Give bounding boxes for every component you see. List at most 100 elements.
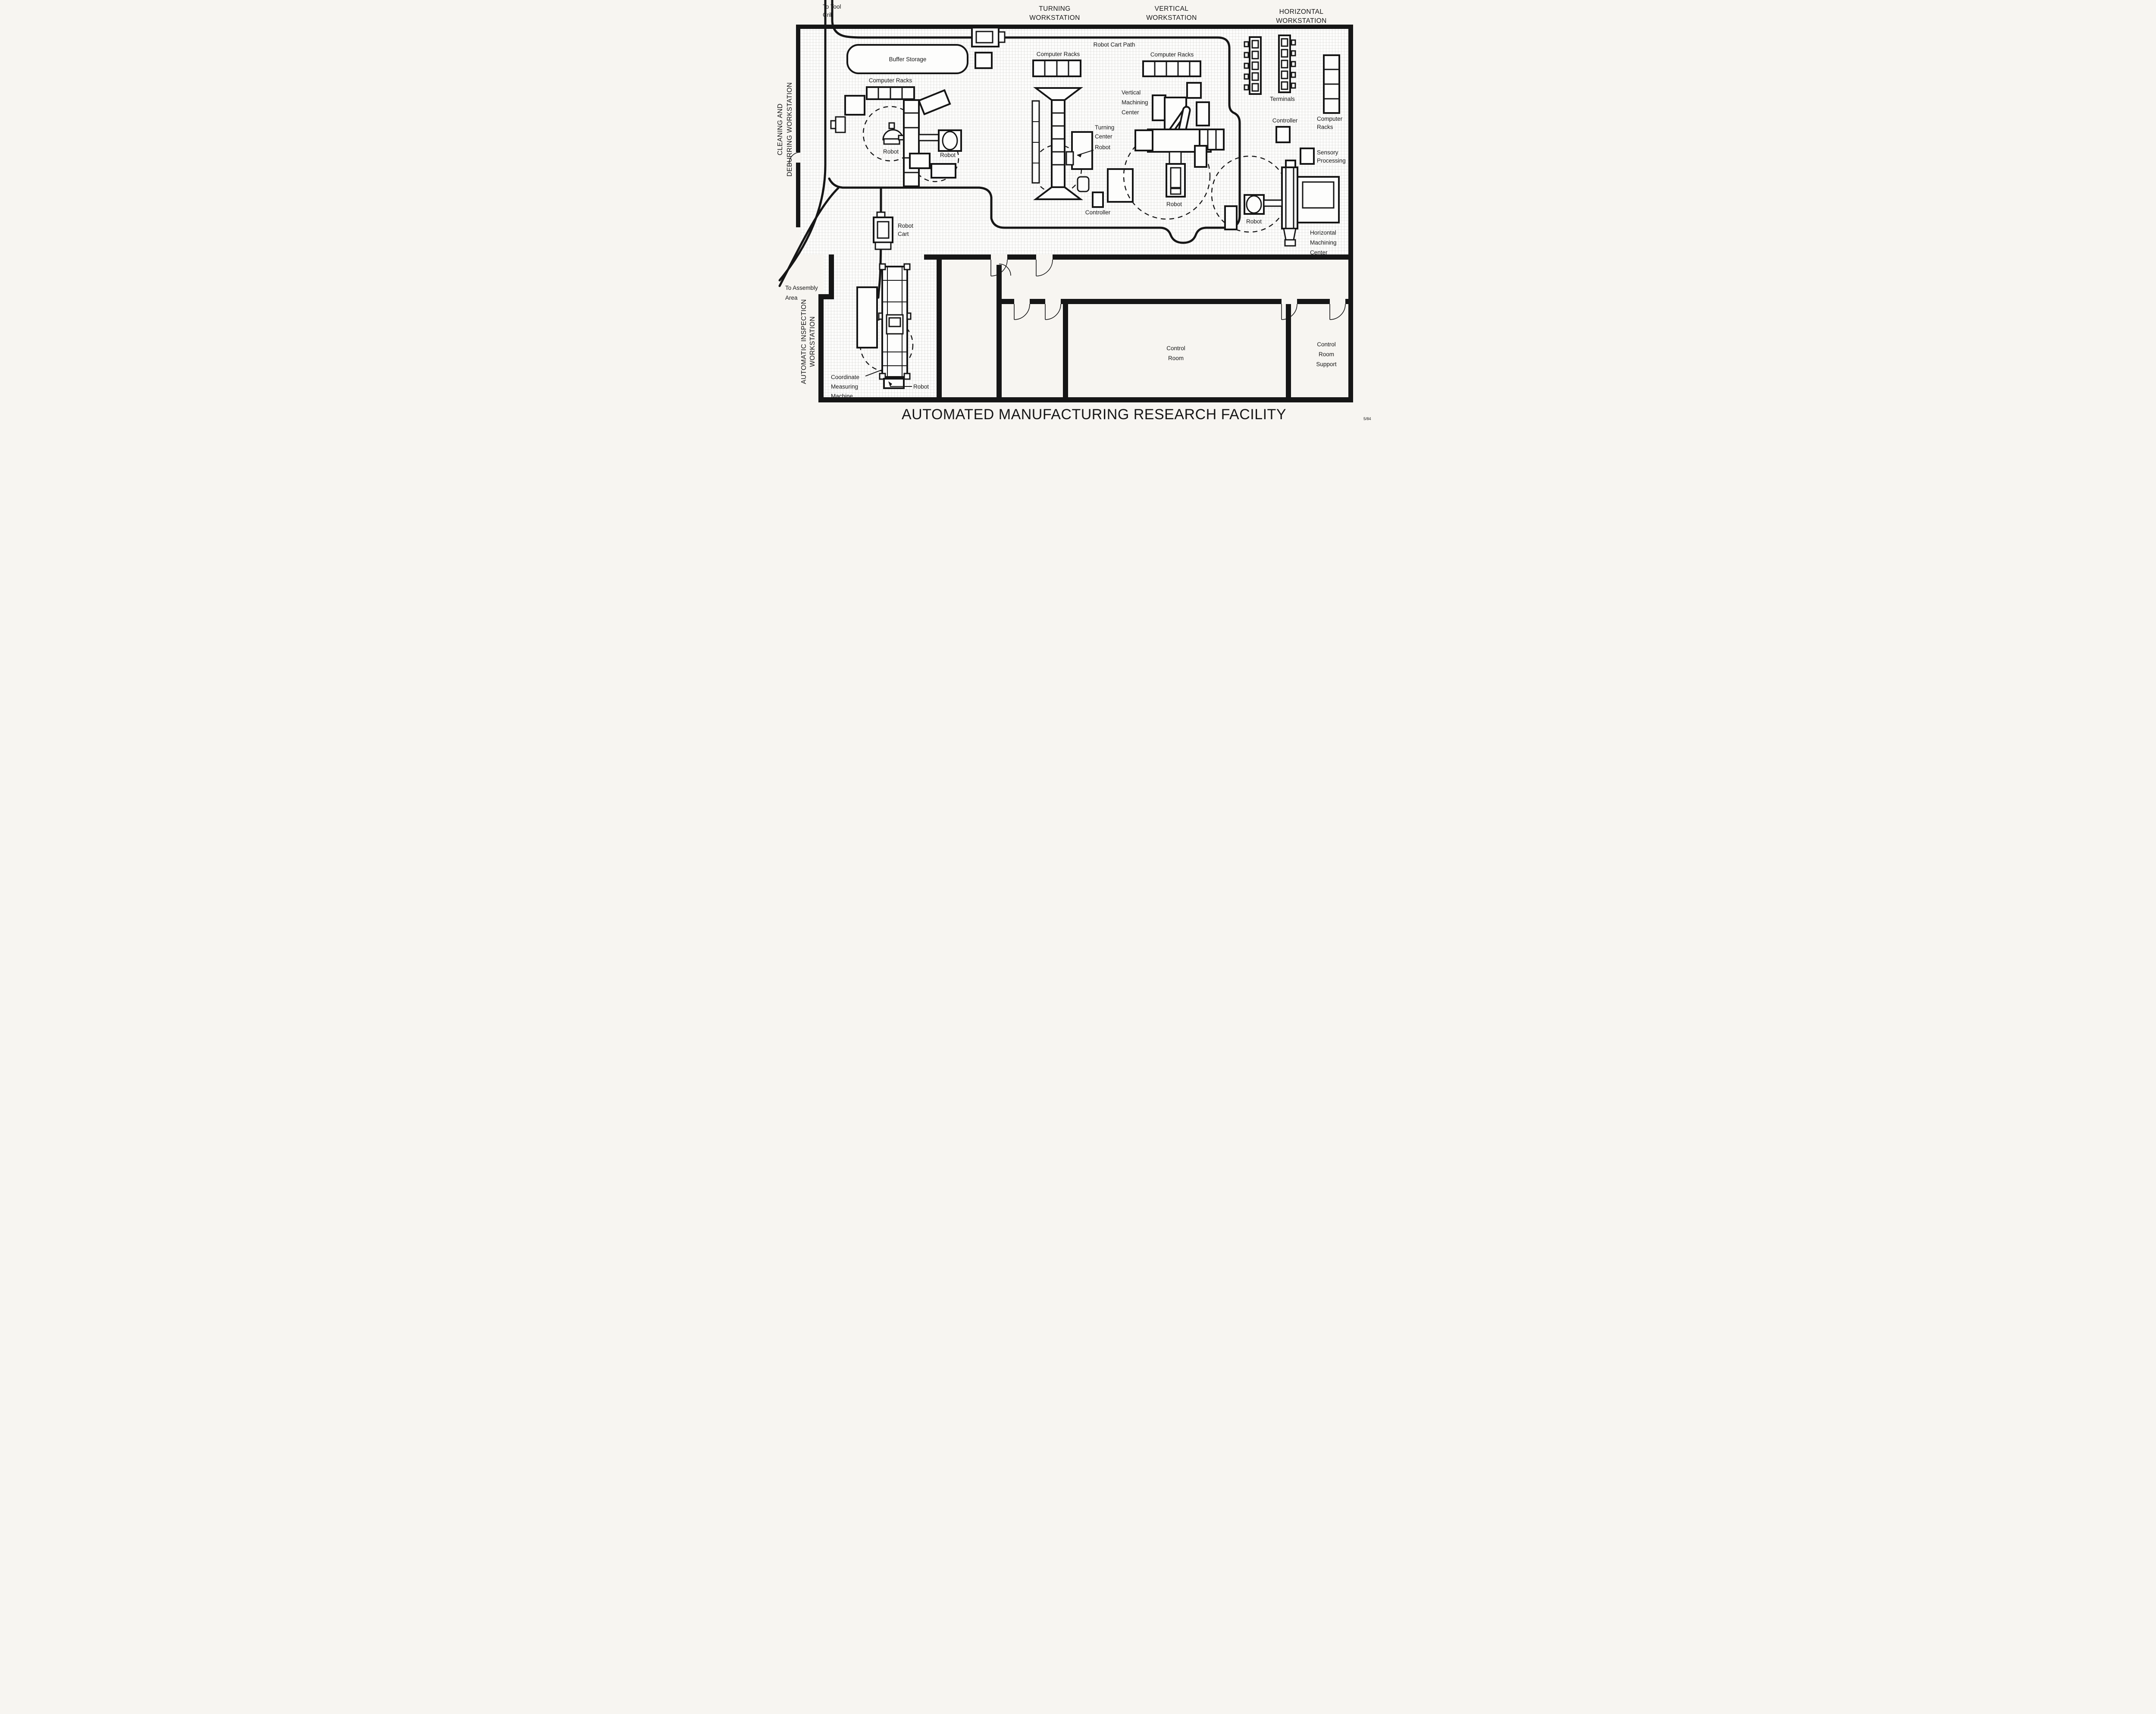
cmm-knob	[906, 312, 912, 320]
buffer-storage-area	[846, 44, 968, 74]
wall-corridor	[937, 260, 942, 402]
wall-left-lower	[796, 163, 800, 227]
cart-stub	[998, 31, 1006, 43]
terminal-tab	[1291, 72, 1296, 78]
wall-building-bottom	[818, 397, 1353, 402]
cleaning-machine-bed	[903, 99, 920, 187]
sensory-processing-unit	[1300, 148, 1315, 165]
terminal-rack-left	[1244, 36, 1262, 95]
terminal-tab	[1244, 84, 1249, 91]
cmm-corner	[903, 373, 911, 380]
computer-rack-vertical	[1142, 60, 1201, 77]
floor-plan-page: To Tool Crib TURNING WORKSTATION VERTICA…	[774, 0, 1382, 429]
rooms: Control Room Control Room Support	[1166, 341, 1337, 367]
machine-table	[844, 95, 865, 116]
robot-cart-label-2: Cart	[898, 231, 909, 237]
robot-cart-symbol: Robot Cart	[873, 211, 913, 250]
vmc-label-1: Vertical	[1122, 89, 1141, 96]
door-arc-lower-2	[1045, 304, 1061, 320]
side-table	[1134, 129, 1153, 151]
terminal-tab	[1291, 39, 1296, 46]
door-arc-hall-2	[1036, 259, 1053, 276]
terminal-unit	[1281, 38, 1288, 47]
machine-small	[830, 120, 837, 129]
turning-center-machine	[1031, 87, 1093, 200]
vmc-label-2: Machining	[1122, 99, 1148, 106]
door-arc-lower-1	[1014, 304, 1030, 320]
wall-control-room-right	[1286, 304, 1291, 402]
rack-outline	[1142, 60, 1201, 77]
pallet-stand	[1224, 205, 1238, 230]
revision-code: 5/84	[1363, 417, 1371, 421]
computer-rack-horizontal	[1323, 54, 1340, 114]
wall-top	[796, 25, 1353, 29]
cmm-leader-line	[865, 370, 882, 377]
bed-flare-bottom	[1033, 186, 1083, 200]
terminal-tab	[1291, 50, 1296, 57]
computer-racks-label-cleaning: Computer Racks	[869, 77, 912, 84]
wall-left-upper	[796, 25, 800, 152]
door-arc-support-room	[1329, 304, 1346, 320]
vmc-label-3: Center	[1122, 109, 1139, 116]
terminal-tab	[1291, 82, 1296, 89]
wall-lower-mid-vertical	[1063, 304, 1068, 402]
inspection-side-cabinet	[856, 286, 878, 348]
robot-cart-symbol-top	[971, 27, 1006, 69]
turning-center-housing	[1071, 131, 1093, 170]
control-room-label-2: Room	[1168, 355, 1184, 361]
computer-racks-label-turning: Computer Racks	[1037, 51, 1080, 57]
wall-mid-room	[997, 265, 1002, 402]
control-room-label-1: Control	[1166, 345, 1185, 352]
cart-path-assembly-exit-inner	[778, 187, 840, 287]
terminal-unit	[1251, 50, 1259, 60]
wall-hall-bottom-c	[1053, 254, 1353, 260]
machine-table	[931, 163, 956, 179]
control-room-support-label-1: Control	[1317, 341, 1336, 348]
controller-label-horizontal: Controller	[1272, 117, 1298, 124]
robot-symbol-horizontal	[1244, 194, 1283, 215]
machine-body-inner	[1302, 181, 1335, 209]
wall-building-left-lower	[818, 294, 824, 402]
vertical-machining-center-machine	[1134, 82, 1225, 165]
turning-center-label-2: Center	[1095, 133, 1112, 140]
cmm-knob	[878, 312, 883, 320]
robot-cart-path	[778, 0, 1241, 299]
robot-arm-link	[1263, 199, 1283, 207]
turning-workstation-title-1: TURNING	[1039, 5, 1070, 13]
chip-bin	[1284, 239, 1296, 247]
machine-table	[909, 153, 931, 169]
robot-leader-arrowhead	[1077, 154, 1082, 157]
cmm-label-2: Measuring	[831, 383, 858, 390]
machine-column	[1281, 166, 1298, 229]
cmm-label-3: Machine	[831, 393, 853, 399]
machine-module	[1186, 82, 1202, 99]
cleaning-workstation-title-2: DEBURRING WORKSTATION	[786, 82, 793, 177]
control-room: Control Room	[1166, 345, 1185, 361]
robot-arm-link	[918, 134, 940, 141]
side-rack-column	[1031, 100, 1040, 184]
chip-funnel	[1283, 228, 1297, 241]
turning-workstation-title-2: WORKSTATION	[1029, 14, 1080, 22]
wall-lower-d	[1297, 299, 1330, 304]
horizontal-machining-center-machine	[1281, 160, 1340, 247]
rack-outline	[1199, 129, 1225, 151]
vertical-workstation-title-2: WORKSTATION	[1146, 14, 1197, 22]
machine-module	[1196, 101, 1210, 126]
terminals-label: Terminals	[1270, 96, 1295, 102]
facility-floor-plan: To Tool Crib TURNING WORKSTATION VERTICA…	[774, 0, 1382, 429]
robot-label: Robot	[1095, 144, 1110, 151]
wall-inspection-vertical	[829, 254, 834, 299]
terminal-unit	[1281, 49, 1288, 58]
door-arc-hall-1	[990, 259, 1008, 276]
door-arc-left-wall	[789, 152, 801, 164]
control-room-support-label-2: Room	[1319, 351, 1334, 358]
robot-slide	[1170, 167, 1181, 188]
headers: To Tool Crib TURNING WORKSTATION VERTICA…	[777, 3, 1326, 384]
coordinate-measuring-machine-symbol	[878, 263, 912, 389]
cart-path-main-loop	[828, 0, 1241, 244]
turning-workstation: Computer Racks Tur	[1031, 51, 1134, 216]
cleaning-workstation: Buffer Storage Computer Racks	[830, 44, 968, 187]
cmm-corner	[879, 263, 886, 270]
horizontal-workstation: Terminals Computer Racks Controller Sens…	[1211, 35, 1346, 256]
terminal-tab	[1244, 52, 1249, 58]
